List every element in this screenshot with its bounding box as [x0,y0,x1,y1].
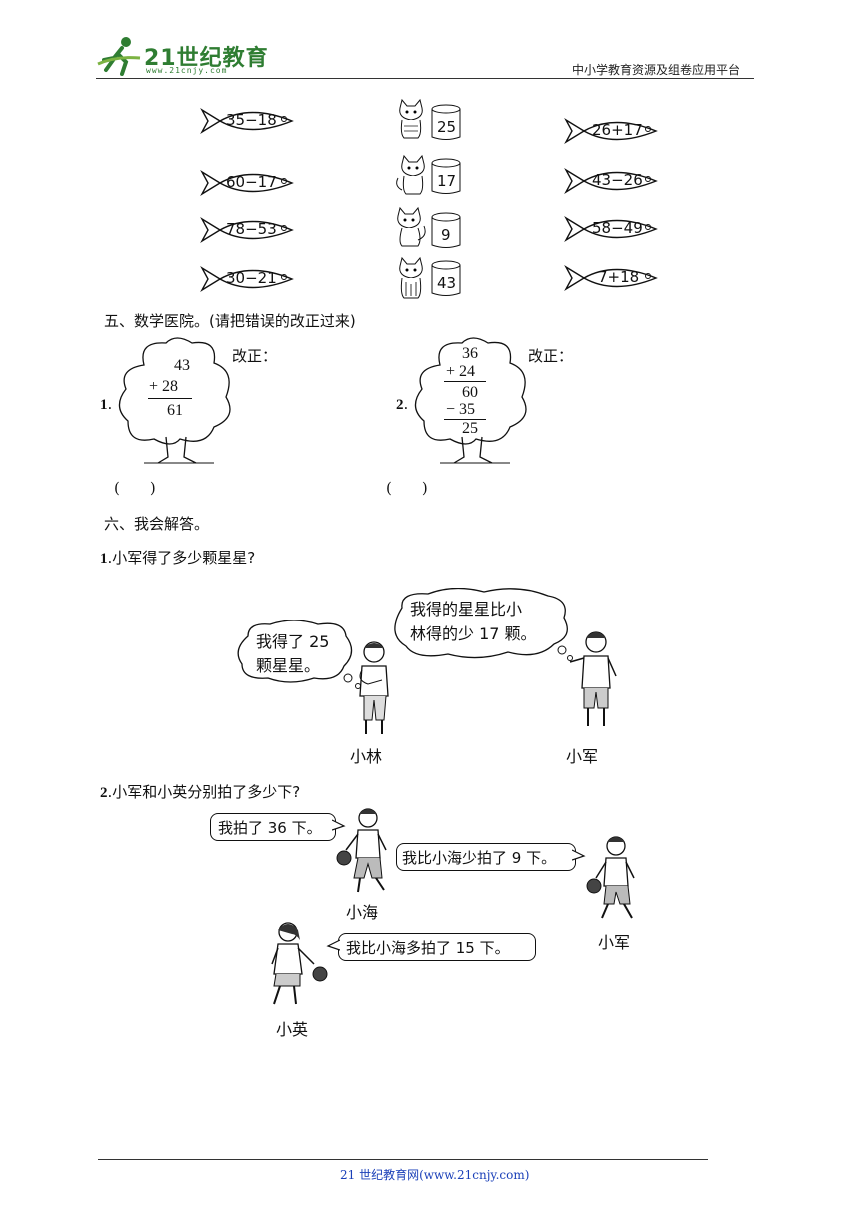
bubble-jun-line-1: 我得的星星比小 [410,600,523,619]
fish-icon [200,170,294,196]
fish-icon [200,108,294,134]
cat-bucket-2[interactable]: 17 [394,154,461,200]
fish-left-1[interactable]: 35−18 [200,106,296,140]
calc-line: 60 [462,384,478,401]
fish-icon [200,266,294,292]
bubble-jun-line-2: 林得的少 17 颗。 [410,624,537,643]
calc-line: 43 [174,357,190,374]
fish-icon [564,216,658,242]
cat-bucket-1[interactable]: 25 [394,98,461,144]
speech-hai [210,813,336,841]
cat-icon [396,154,425,195]
speech-jun [396,843,576,871]
fish-icon [564,168,658,194]
fish-right-2[interactable]: 43−26 [564,166,660,200]
name-jun-q1: 小军 [566,747,599,766]
fish-left-2[interactable]: 60−17 [200,168,296,202]
fish-icon [564,118,658,144]
logo-url: www.21cnjy.com [146,66,228,75]
hospital-item-2: 2. 36 + 24 60 − 35 25 改正： ( ) [386,335,654,497]
header-right-text: 中小学教育资源及组卷应用平台 [572,63,741,77]
matching-exercise: 35−18 60−17 78−53 30−21 25 17 9 43 26+17 [0,90,860,310]
speech-jun-text: 我比小海少拍了 9 下。 [402,849,557,867]
speech-tail-icon [332,819,346,831]
name-lin: 小林 [350,747,383,766]
fish-label: 35−18 [226,111,277,129]
calc-rule [444,381,486,382]
footer-text[interactable]: 21 世纪教育网(www.21cnjy.com) [340,1168,530,1182]
fish-label: 30−21 [226,269,277,287]
question-2: 2.小军和小英分别拍了多少下? [100,783,301,801]
fish-left-4[interactable]: 30−21 [200,264,296,298]
fish-left-3[interactable]: 78−53 [200,215,296,249]
calc-rule [444,419,486,420]
fish-label: 7+18 [598,268,640,286]
calc-line: + 24 [446,363,476,380]
fish-icon [200,217,294,243]
correct-label: 改正： [232,347,278,365]
boy-hai-figure [336,808,387,893]
tree-icon [118,337,231,464]
boy-lin-figure [359,641,389,734]
cat-bucket-4[interactable]: 43 [394,256,461,304]
boy-jun2-figure [586,836,635,919]
runner-logo-icon [97,37,141,76]
fish-label: 26+17 [592,121,643,139]
name-jun-q2: 小军 [598,933,631,952]
fish-right-1[interactable]: 26+17 [564,116,660,150]
header-divider [96,78,754,79]
question-1: 1.小军得了多少颗星星? [100,549,256,567]
speech-hai-text: 我拍了 36 下。 [218,819,322,837]
bucket-icon [431,212,461,248]
bucket-number: 43 [437,274,457,292]
logo-text: 21世纪教育 [144,46,269,71]
fish-label: 78−53 [226,220,277,238]
item-number: 2. [396,395,409,413]
cat-bucket-3[interactable]: 9 [394,206,461,252]
fish-right-4[interactable]: 7+18 [564,263,660,297]
name-ying: 小英 [276,1020,309,1039]
thought-bubble-jun [394,588,573,661]
footer-divider [98,1159,708,1160]
calc-line: − 35 [446,401,476,418]
correct-label: 改正： [528,347,574,365]
speech-tail-icon [572,849,586,861]
fish-icon [564,265,658,291]
thought-bubble-lin [237,620,361,689]
boy-jun-figure [569,631,617,726]
fish-label: 43−26 [592,171,643,189]
calc-line: 36 [462,345,478,362]
calc-line: + 28 [149,378,179,395]
fish-label: 60−17 [226,173,277,191]
item-number: 1. [100,395,113,413]
cat-icon [399,98,423,139]
bucket-icon [431,104,461,140]
cat-icon [397,206,426,247]
answer-paren[interactable]: ( ) [114,479,156,497]
calc-rule [148,398,192,399]
fish-right-3[interactable]: 58−49 [564,214,660,248]
calc-line: 25 [462,420,478,437]
speech-tail-icon [326,939,340,951]
bubble-lin-line-1: 我得了 25 [256,632,330,651]
bucket-icon [431,158,461,194]
section-6-title: 六、我会解答。 [104,515,210,533]
calc-line: 61 [167,402,183,419]
fish-label: 58−49 [592,219,643,237]
hospital-item-1: 1. 43 + 28 61 改正： ( ) [98,335,358,497]
bucket-icon [431,260,461,296]
speech-ying-text: 我比小海多拍了 15 下。 [346,939,510,957]
cat-icon [399,256,423,299]
answer-paren[interactable]: ( ) [386,479,428,497]
bubble-lin-line-2: 颗星星。 [256,656,321,675]
tree-icon [414,337,527,464]
section-5-title: 五、数学医院。(请把错误的改正过来) [104,312,356,330]
girl-ying-figure [271,922,328,1005]
header: 21世纪教育 www.21cnjy.com 中小学教育资源及组卷应用平台 [0,0,860,80]
name-hai: 小海 [346,903,379,922]
bucket-number: 17 [437,172,457,190]
bucket-number: 25 [437,118,457,136]
bucket-number: 9 [441,226,451,244]
